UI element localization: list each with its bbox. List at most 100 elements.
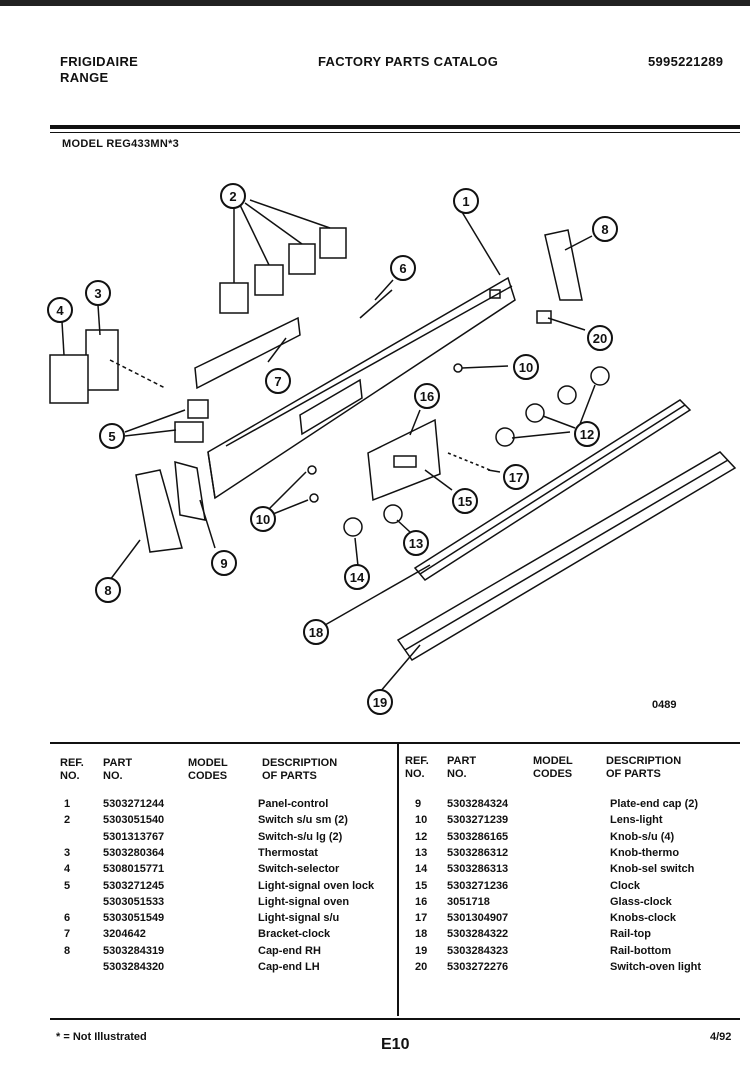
svg-text:12: 12 [580,427,594,442]
part-description: Cap-end LH [258,961,320,973]
svg-text:4: 4 [56,303,64,318]
svg-text:16: 16 [420,389,434,404]
part-description: Light-signal oven [258,895,350,908]
part-description: Knob-thermo [610,846,680,859]
callout-2: 2 [220,183,246,209]
part-description: Clock [610,879,640,892]
ref-no: 5 [64,879,71,892]
callout-17: 17 [503,464,529,490]
part-no: 3051718 [447,895,490,908]
part-description: Switch-oven light [610,961,702,973]
part-no: 5303051549 [103,912,165,925]
part-no: 5303284324 [447,798,509,810]
part-no: 5301304907 [447,912,509,925]
not-illustrated-note: * = Not Illustrated [56,1031,147,1043]
col-model-left: MODEL CODES [188,757,228,782]
ref-no: 6 [64,912,71,925]
callout-8-left: 8 [95,577,121,603]
part-no: 5303280364 [103,846,165,859]
product-type: RANGE [60,70,109,85]
part-no: 5303286313 [447,863,509,876]
col-model-right: MODEL CODES [533,755,573,780]
table-row: 20 5303272276 Switch-oven light [405,959,745,975]
ref-no: 12 [415,830,428,843]
ref-no: 1 [64,798,71,810]
catalog-number: 5995221289 [648,54,724,69]
table-row: 7 3204642 Bracket-clock [60,926,400,942]
callout-15: 15 [452,488,478,514]
table-divider [397,744,399,1016]
svg-text:8: 8 [601,222,608,237]
part-no: 3204642 [103,928,146,941]
part-description: Light-signal s/u [258,912,340,925]
part-no: 5303284322 [447,928,509,941]
table-row: 2 5303051540 Switch s/u sm (2) [60,812,400,828]
svg-text:8: 8 [104,583,111,598]
part-no: 5303272276 [447,961,509,973]
part-description: Light-signal oven lock [258,879,375,892]
svg-text:18: 18 [309,625,323,640]
table-row: 14 5303286313 Knob-sel switch [405,861,745,877]
catalog-title: FACTORY PARTS CATALOG [318,54,499,69]
svg-text:9: 9 [220,556,227,571]
svg-text:10: 10 [519,360,533,375]
svg-text:19: 19 [373,695,387,710]
svg-text:10: 10 [256,512,270,527]
callout-3: 3 [85,280,111,306]
callout-1: 1 [453,188,479,214]
svg-text:2: 2 [229,189,236,204]
part-description: Panel-control [258,798,329,810]
ref-no: 18 [415,928,428,941]
diagram-code: 0489 [652,699,676,711]
callout-12: 12 [574,421,600,447]
part-no: 5303284323 [447,944,509,957]
ref-no: 8 [64,944,71,957]
callout-10-right: 10 [513,354,539,380]
svg-text:20: 20 [593,331,607,346]
top-border [0,0,750,6]
svg-text:5: 5 [108,429,115,444]
svg-text:1: 1 [462,194,469,209]
callout-9: 9 [211,550,237,576]
part-description: Thermostat [258,846,318,859]
part-description: Bracket-clock [258,928,331,941]
ref-no: 20 [415,961,428,973]
ref-no: 14 [415,863,428,876]
part-no: 5308015771 [103,863,165,876]
svg-text:17: 17 [509,470,523,485]
part-description: Switch s/u sm (2) [258,814,348,827]
svg-text:13: 13 [409,536,423,551]
model-label: MODEL REG433MN*3 [62,138,180,150]
part-description: Knob-sel switch [610,863,695,876]
part-no: 5303286312 [447,846,509,859]
part-no: 5303051540 [103,814,165,827]
svg-text:15: 15 [458,494,472,509]
svg-text:3: 3 [94,286,101,301]
callout-13: 13 [403,530,429,556]
rail-bottom [396,451,737,662]
col-desc-left: DESCRIPTION OF PARTS [262,757,338,782]
callout-19: 19 [367,689,393,715]
part-no: 5301313767 [103,830,165,843]
ref-no: 16 [415,895,428,908]
svg-text:14: 14 [350,570,365,585]
callout-10-left: 10 [250,506,276,532]
ref-no: 10 [415,814,428,827]
part-no: 5303284319 [103,944,165,957]
part-no: 5303286165 [447,830,509,843]
ref-no: 2 [64,814,71,827]
ref-no: 17 [415,912,428,925]
ref-no: 7 [64,928,71,941]
parts-table [50,742,740,1020]
catalog-date: 4/92 [710,1031,732,1043]
